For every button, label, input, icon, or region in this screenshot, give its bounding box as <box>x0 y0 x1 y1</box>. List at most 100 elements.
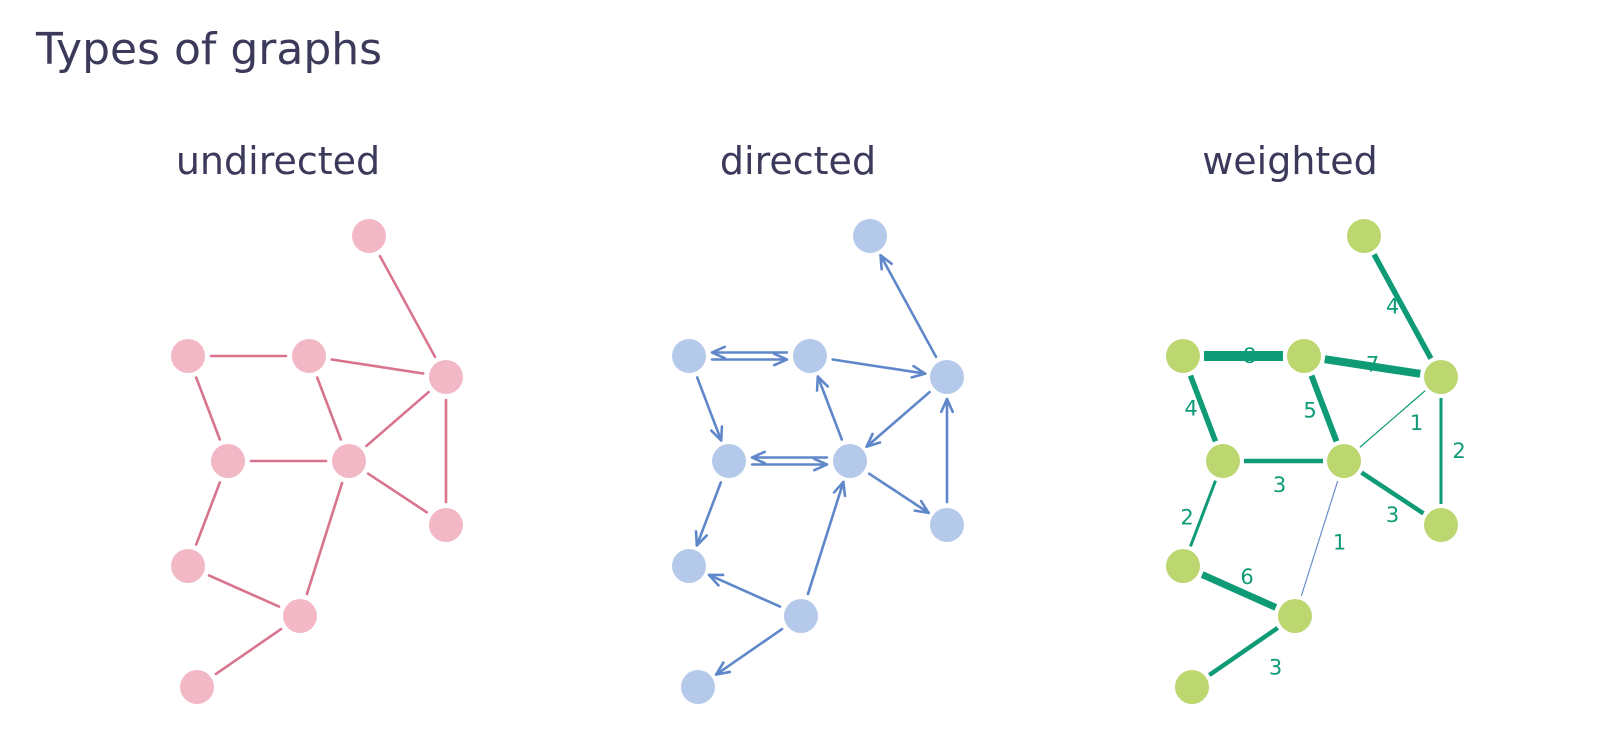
directed-edge-f-c-arrow <box>815 375 830 392</box>
directed-edge-g-d-arrow <box>939 397 955 414</box>
directed-edge-j-f-arrow <box>832 480 847 498</box>
undirected-node-k <box>180 670 214 704</box>
undirected-node-e <box>211 444 245 478</box>
directed-edge-b-e-arrow <box>709 425 724 442</box>
undirected-node-j <box>283 599 317 633</box>
directed-edge-e-h-arrow <box>694 530 709 547</box>
undirected-edge-j-k <box>214 627 283 676</box>
undirected-edge-f-j <box>305 481 344 596</box>
directed-edge-d-a <box>879 254 938 359</box>
weighted-edge-e-h <box>1189 480 1217 547</box>
undirected-edge-f-g <box>366 472 429 514</box>
directed-edge-b-e <box>695 376 723 442</box>
directed-node-c <box>793 339 827 373</box>
directed-edge-j-h-arrow <box>707 573 725 587</box>
directed-edge-j-k <box>714 627 784 676</box>
undirected-edge-c-d <box>330 358 425 375</box>
undirected-edge-h-j <box>207 574 281 608</box>
weighted-edge-a-d <box>1371 253 1434 360</box>
weighted-edge-j-k <box>1208 626 1279 677</box>
directed-node-f <box>833 444 867 478</box>
weighted-edge-c-d-weight: 7 <box>1366 353 1379 377</box>
undirected-edge-e-h <box>194 481 222 546</box>
directed-edge-c-d-arrow <box>910 364 927 379</box>
graph-title-directed: directed <box>720 139 876 183</box>
undirected-node-d <box>429 360 463 394</box>
directed-node-g <box>930 508 964 542</box>
weighted-edge-e-f-weight: 3 <box>1273 473 1286 497</box>
weighted-edge-c-d <box>1324 355 1421 378</box>
directed-node-e <box>712 444 746 478</box>
weighted-edge-h-j-weight: 6 <box>1240 565 1253 589</box>
directed-edge-j-h <box>707 573 782 608</box>
weighted-edge-a-d-weight: 4 <box>1386 295 1399 319</box>
undirected-edge-a-d <box>378 254 437 359</box>
directed-node-k <box>681 670 715 704</box>
directed-edge-f-g <box>867 472 930 515</box>
undirected-node-a <box>352 219 386 253</box>
undirected-edge-c-f <box>315 376 343 441</box>
directed-nodes <box>672 219 964 704</box>
directed-node-d <box>930 360 964 394</box>
undirected-edge-b-e <box>194 376 222 441</box>
directed-edge-d-a-arrow <box>879 254 893 271</box>
page-title: Types of graphs <box>35 24 382 75</box>
directed-edge-d-f <box>865 390 931 448</box>
directed-node-a <box>853 219 887 253</box>
directed-edge-c-d <box>831 358 927 375</box>
directed-edge-f-c <box>816 375 844 441</box>
weighted-node-k <box>1175 670 1209 704</box>
directed-node-j <box>784 599 818 633</box>
weighted-node-e <box>1206 444 1240 478</box>
panel-directed: directed <box>672 139 964 704</box>
directed-edge-e-f-backward-arrow <box>750 450 767 465</box>
weighted-node-b <box>1166 339 1200 373</box>
weighted-edge-d-f <box>1359 390 1426 448</box>
undirected-node-f <box>332 444 366 478</box>
weighted-edge-d-f-weight: 1 <box>1410 411 1423 435</box>
weighted-edge-e-h-weight: 2 <box>1180 506 1193 530</box>
directed-edge-e-f-forward-arrow <box>812 457 829 472</box>
weighted-edges <box>1187 253 1443 677</box>
directed-edge-d-f-arrow <box>865 432 882 448</box>
weighted-edge-c-f <box>1308 374 1340 443</box>
weighted-nodes <box>1166 219 1458 704</box>
directed-node-b <box>672 339 706 373</box>
weighted-edge-f-g <box>1360 470 1425 516</box>
undirected-node-h <box>171 549 205 583</box>
weighted-edge-f-j-weight: 1 <box>1333 531 1346 555</box>
undirected-nodes <box>171 219 463 704</box>
directed-edge-j-k-arrow <box>714 661 732 676</box>
undirected-edge-d-f <box>365 390 430 448</box>
directed-edges <box>694 254 955 676</box>
directed-edge-b-c-forward-arrow <box>772 352 789 367</box>
graph-title-weighted: weighted <box>1202 139 1378 183</box>
directed-edge-j-f <box>806 480 845 596</box>
directed-edge-e-h <box>695 481 723 547</box>
weighted-node-h <box>1166 549 1200 583</box>
weighted-node-j <box>1278 599 1312 633</box>
undirected-node-c <box>292 339 326 373</box>
weighted-node-f <box>1327 444 1361 478</box>
directed-node-h <box>672 549 706 583</box>
weighted-node-d <box>1424 360 1458 394</box>
weighted-edge-b-e-weight: 4 <box>1184 397 1197 421</box>
directed-edge-f-g-arrow <box>913 499 930 515</box>
weighted-edge-h-j <box>1200 571 1278 611</box>
weighted-node-a <box>1347 219 1381 253</box>
undirected-node-g <box>429 508 463 542</box>
weighted-edge-j-k-weight: 3 <box>1269 656 1282 680</box>
weighted-edge-b-c-weight: 8 <box>1243 344 1256 368</box>
weighted-edge-d-g-weight: 2 <box>1452 439 1465 463</box>
weighted-edge-c-f-weight: 5 <box>1303 399 1316 423</box>
directed-edge-b-c-backward-arrow <box>710 345 727 360</box>
undirected-edges <box>194 254 448 676</box>
undirected-node-b <box>171 339 205 373</box>
weighted-edge-b-e <box>1187 374 1219 443</box>
weighted-node-c <box>1287 339 1321 373</box>
weighted-edge-f-j <box>1300 480 1339 597</box>
weighted-node-g <box>1424 508 1458 542</box>
